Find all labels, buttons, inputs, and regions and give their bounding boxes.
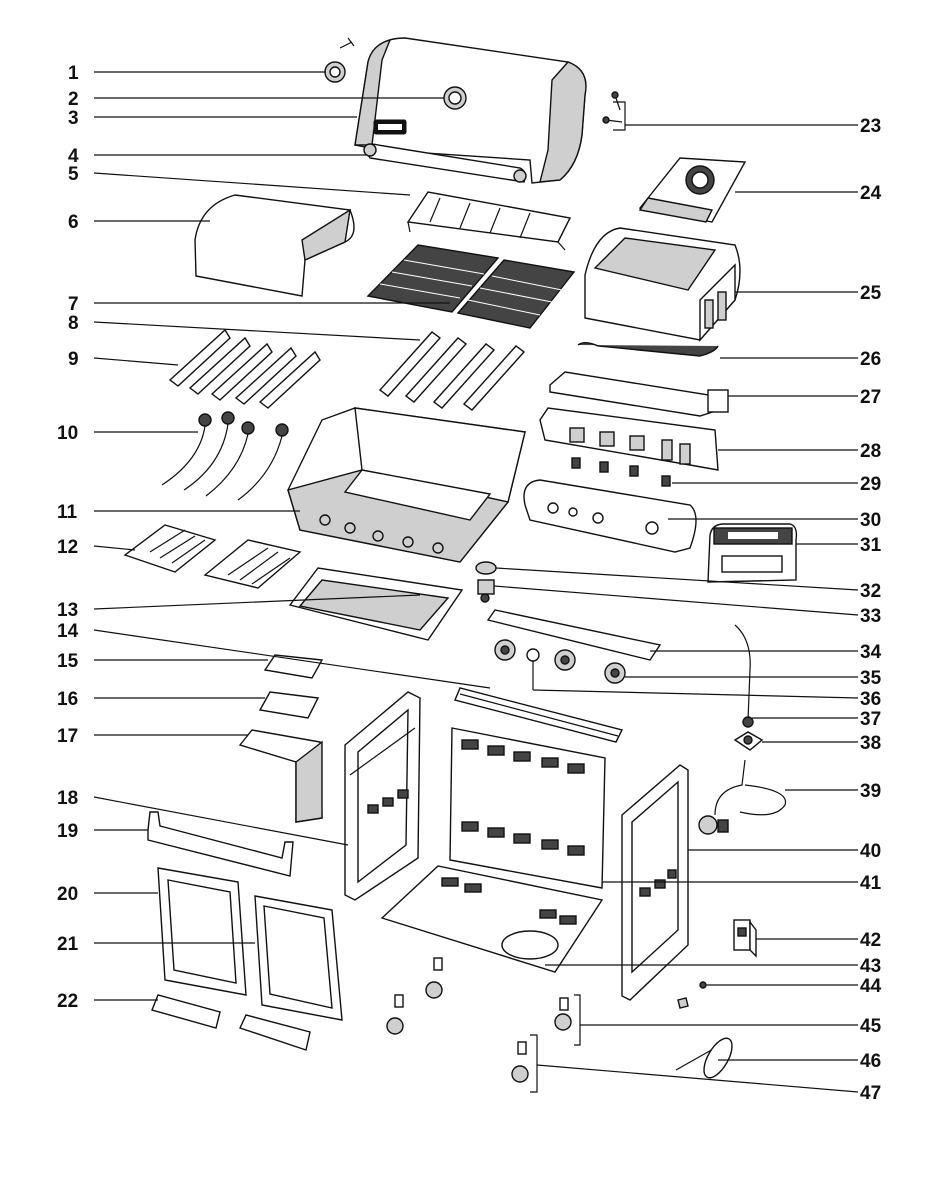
part-9-flavorizer-bars [168,328,321,409]
callout-22: 22 [57,991,78,1012]
callout-38: 38 [860,733,881,754]
part-8-burner-tubes [378,331,526,411]
callout-42: 42 [860,930,881,951]
callout-37: 37 [860,709,881,730]
callout-26: 26 [860,349,881,370]
part-44-screw [677,981,707,1009]
callout-labels: 1 2 3 4 5 6 7 8 9 10 11 12 13 14 15 16 1… [57,63,882,1104]
callout-44: 44 [860,976,882,997]
part-21-right-door [254,895,343,1021]
part-34-bezel-bar [486,609,662,661]
callout-45: 45 [860,1016,882,1037]
callout-25: 25 [860,283,882,304]
part-35-control-knobs [494,639,626,684]
callout-47: 47 [860,1083,881,1104]
callout-2: 2 [68,89,79,110]
callout-16: 16 [57,689,78,710]
callout-3: 3 [68,108,79,129]
callout-20: 20 [57,884,78,905]
part-11-cookbox [287,407,526,563]
callout-7: 7 [68,294,79,315]
part-25-side-table [584,227,741,342]
part-45-locking-casters [425,957,572,1031]
callout-30: 30 [860,510,881,531]
callout-1: 1 [68,63,79,84]
callout-11: 11 [57,502,78,523]
callout-46: 46 [860,1051,881,1072]
callout-14: 14 [57,621,79,642]
part-27-manifold-bracket [549,371,729,417]
part-2-lid-thermometer [443,86,467,110]
part-38-hose-bracket [733,731,764,751]
part-29-valves [571,457,671,487]
callout-32: 32 [860,581,881,602]
callout-43: 43 [860,956,881,977]
callout-5: 5 [68,164,79,185]
part-32-33-igniter-parts [475,561,497,603]
callout-24: 24 [860,183,882,204]
part-19-front-bracket [147,811,294,877]
callout-40: 40 [860,841,881,862]
callout-4: 4 [68,146,79,167]
callout-35: 35 [860,668,882,689]
parts [123,37,798,1083]
part-15-drip-pan [263,654,324,679]
part-31-label-plate [707,523,798,583]
callout-10: 10 [57,423,78,444]
part-4-lid-handle [363,143,527,183]
part-24-side-burner [638,157,747,223]
part-26-manifold [577,342,719,357]
part-7-cooking-grates [366,244,576,329]
callout-8: 8 [68,313,79,334]
callout-21: 21 [57,934,79,955]
part-5-warming-rack [406,191,572,251]
part-14-front-rail [454,687,624,743]
part-30-control-panel [523,479,697,553]
callout-27: 27 [860,387,881,408]
callout-29: 29 [860,474,881,495]
callout-33: 33 [860,606,881,627]
callout-19: 19 [57,821,78,842]
part-6-side-burner-lid [194,194,355,297]
callout-18: 18 [57,788,78,809]
callout-13: 13 [57,600,78,621]
part-23-screws [602,91,623,124]
callout-41: 41 [860,873,882,894]
part-3-lid [354,37,587,184]
part-12-heat-deflectors [123,524,302,589]
callout-9: 9 [68,349,79,370]
callout-12: 12 [57,537,78,558]
part-1-thermometer [324,37,355,83]
callout-15: 15 [57,651,79,672]
part-22-door-handles [151,994,311,1051]
part-28-control-frame [539,407,719,471]
part-36-igniter-button [526,648,540,662]
part-41-back-panel [449,727,606,889]
callout-36: 36 [860,689,881,710]
part-47-casters [386,994,529,1083]
callout-31: 31 [860,535,882,556]
part-39-regulator [698,759,787,835]
callout-34: 34 [860,642,882,663]
part-10-igniter-wires [161,411,289,501]
part-18-left-frame [344,691,421,901]
part-20-left-door [157,867,247,996]
part-42-igniter-module [733,919,757,958]
part-17-tray-holder [238,729,323,823]
callout-28: 28 [860,441,881,462]
callout-17: 17 [57,726,78,747]
part-16-catch-pan [258,691,320,719]
callout-39: 39 [860,781,881,802]
callout-6: 6 [68,212,79,233]
part-43-bottom-shelf [380,865,604,973]
part-46-tool-hook [675,1037,733,1079]
part-37-gas-hose [734,624,754,728]
callout-23: 23 [860,116,881,137]
part-13-bottom-tray [288,567,464,641]
leader-lines [93,71,859,1093]
